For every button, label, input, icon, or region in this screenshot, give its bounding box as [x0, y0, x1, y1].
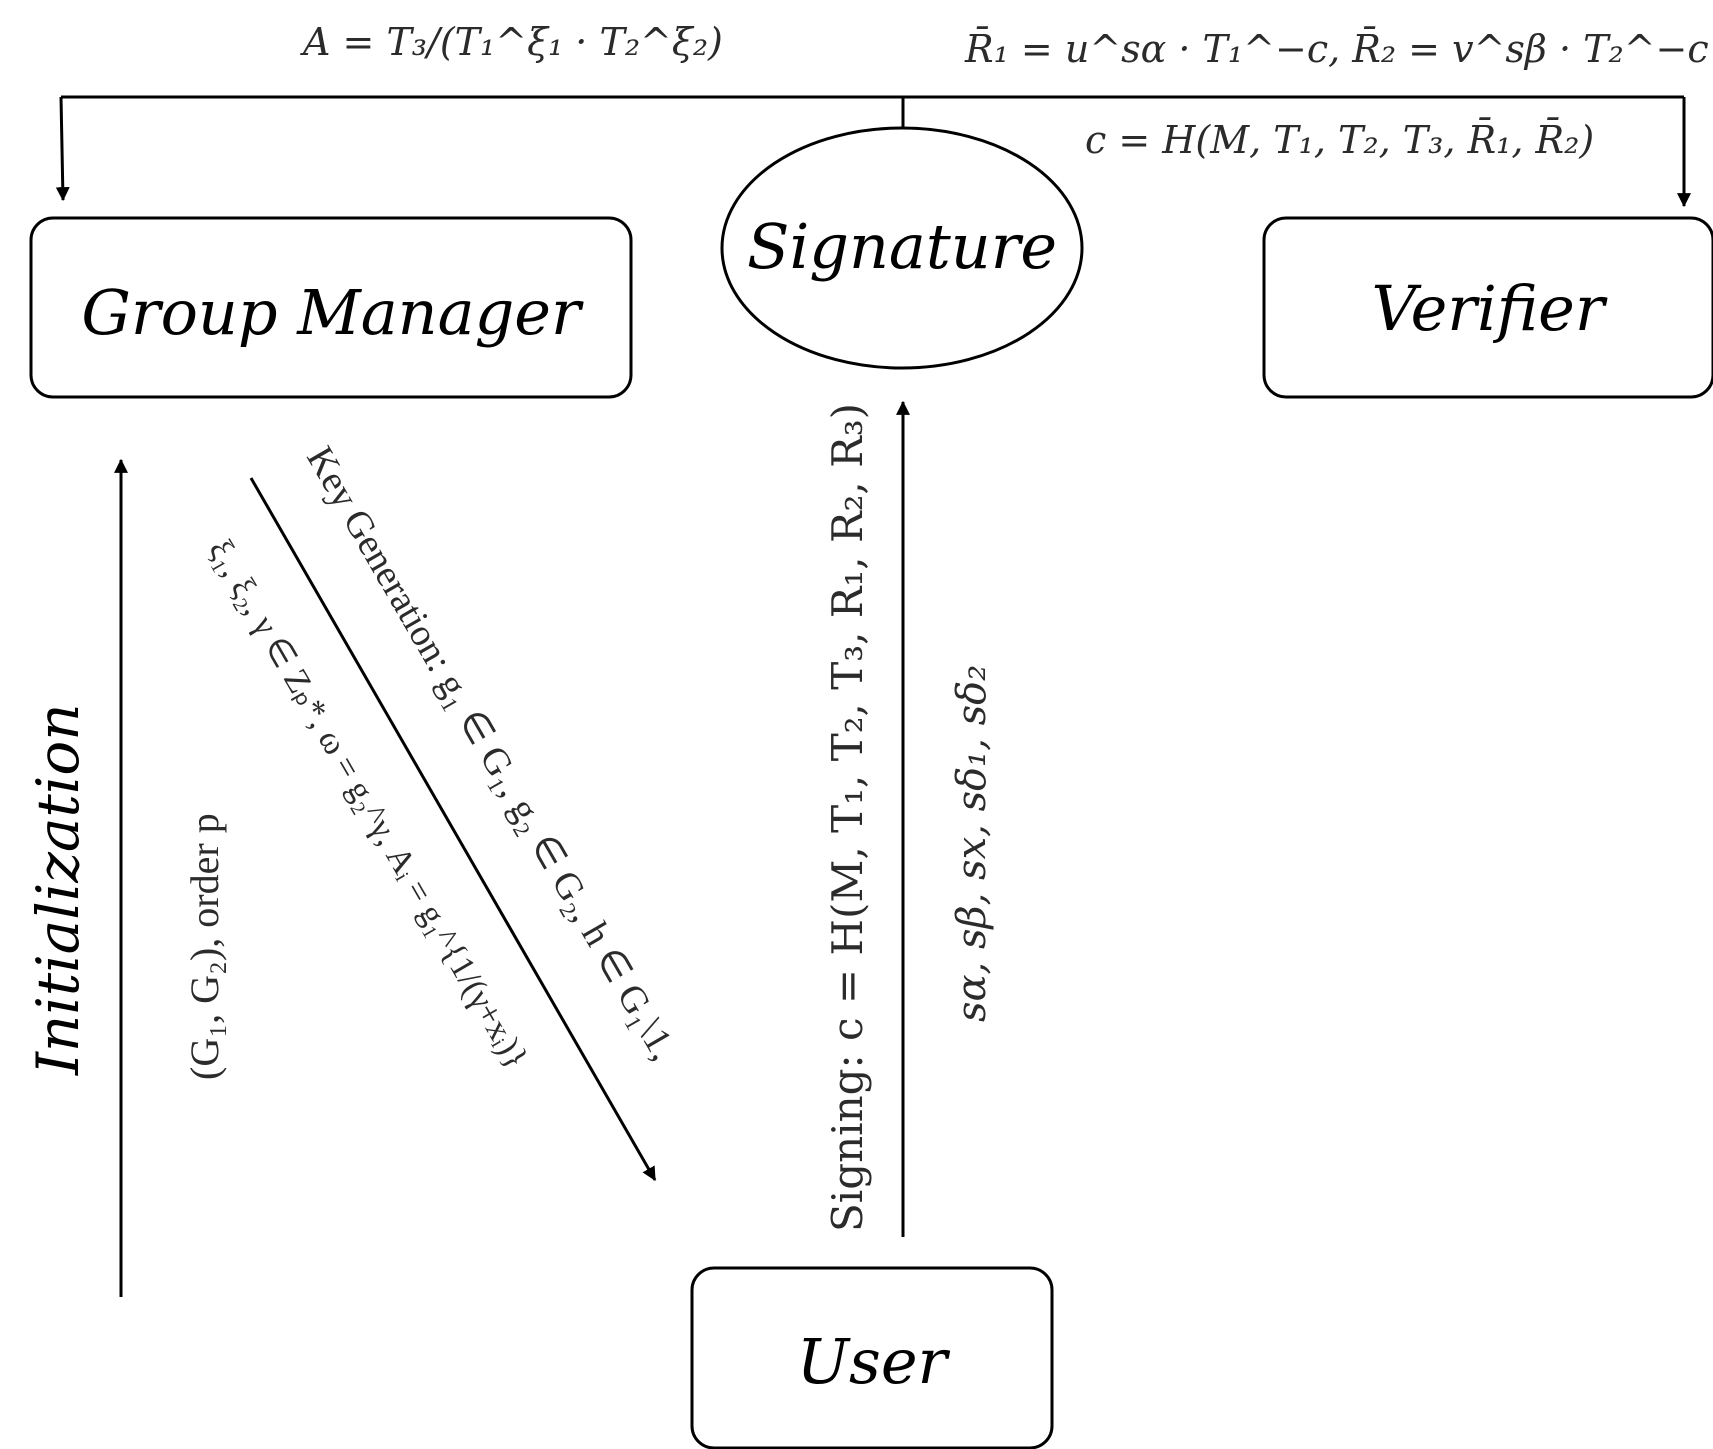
user-label: User	[797, 1325, 951, 1398]
signature-label: Signature	[747, 210, 1057, 283]
top-bracket-connector	[55, 95, 1691, 208]
signature-node[interactable]: Signature	[720, 126, 1084, 370]
group-manager-label: Group Manager	[81, 276, 584, 349]
key-generation-label-2: ξ₁, ξ₂, γ ∈ Zₚ*, ω = g₂^γ, Aᵢ = g₁^{1/(γ…	[201, 534, 535, 1076]
verify-formula-r: R̄₁ = u^sα · T₁^−c, R̄₂ = v^sβ · T₂^−c	[964, 27, 1709, 71]
group-manager-box	[29, 216, 633, 399]
verifier-box	[1262, 216, 1713, 399]
user-node[interactable]: User	[690, 1266, 1054, 1449]
signature-ellipse	[720, 126, 1084, 370]
verifier-label: Verifier	[1372, 272, 1608, 345]
group-manager-node[interactable]: Group Manager	[29, 216, 633, 399]
arrow-to-group-manager	[55, 96, 70, 202]
verify-formula-c: c = H(M, T₁, T₂, T₃, R̄₁, R̄₂)	[1085, 118, 1594, 162]
init-params-label: (G₁, G₂), order p	[182, 813, 227, 1080]
key-generation-arrow	[249, 477, 657, 1182]
user-box	[690, 1266, 1054, 1449]
verifier-node[interactable]: Verifier	[1262, 216, 1713, 399]
signing-label-2: sα, sβ, sx, sδ₁, sδ₂	[949, 665, 995, 1022]
signing-label-1: Signing: c = H(M, T₁, T₂, T₃, R₁, R₂, R₃…	[823, 403, 872, 1232]
initialization-label: Initialization	[24, 703, 92, 1076]
open-formula: A = T₃/(T₁^ξ₁ · T₂^ξ₂)	[300, 20, 723, 64]
